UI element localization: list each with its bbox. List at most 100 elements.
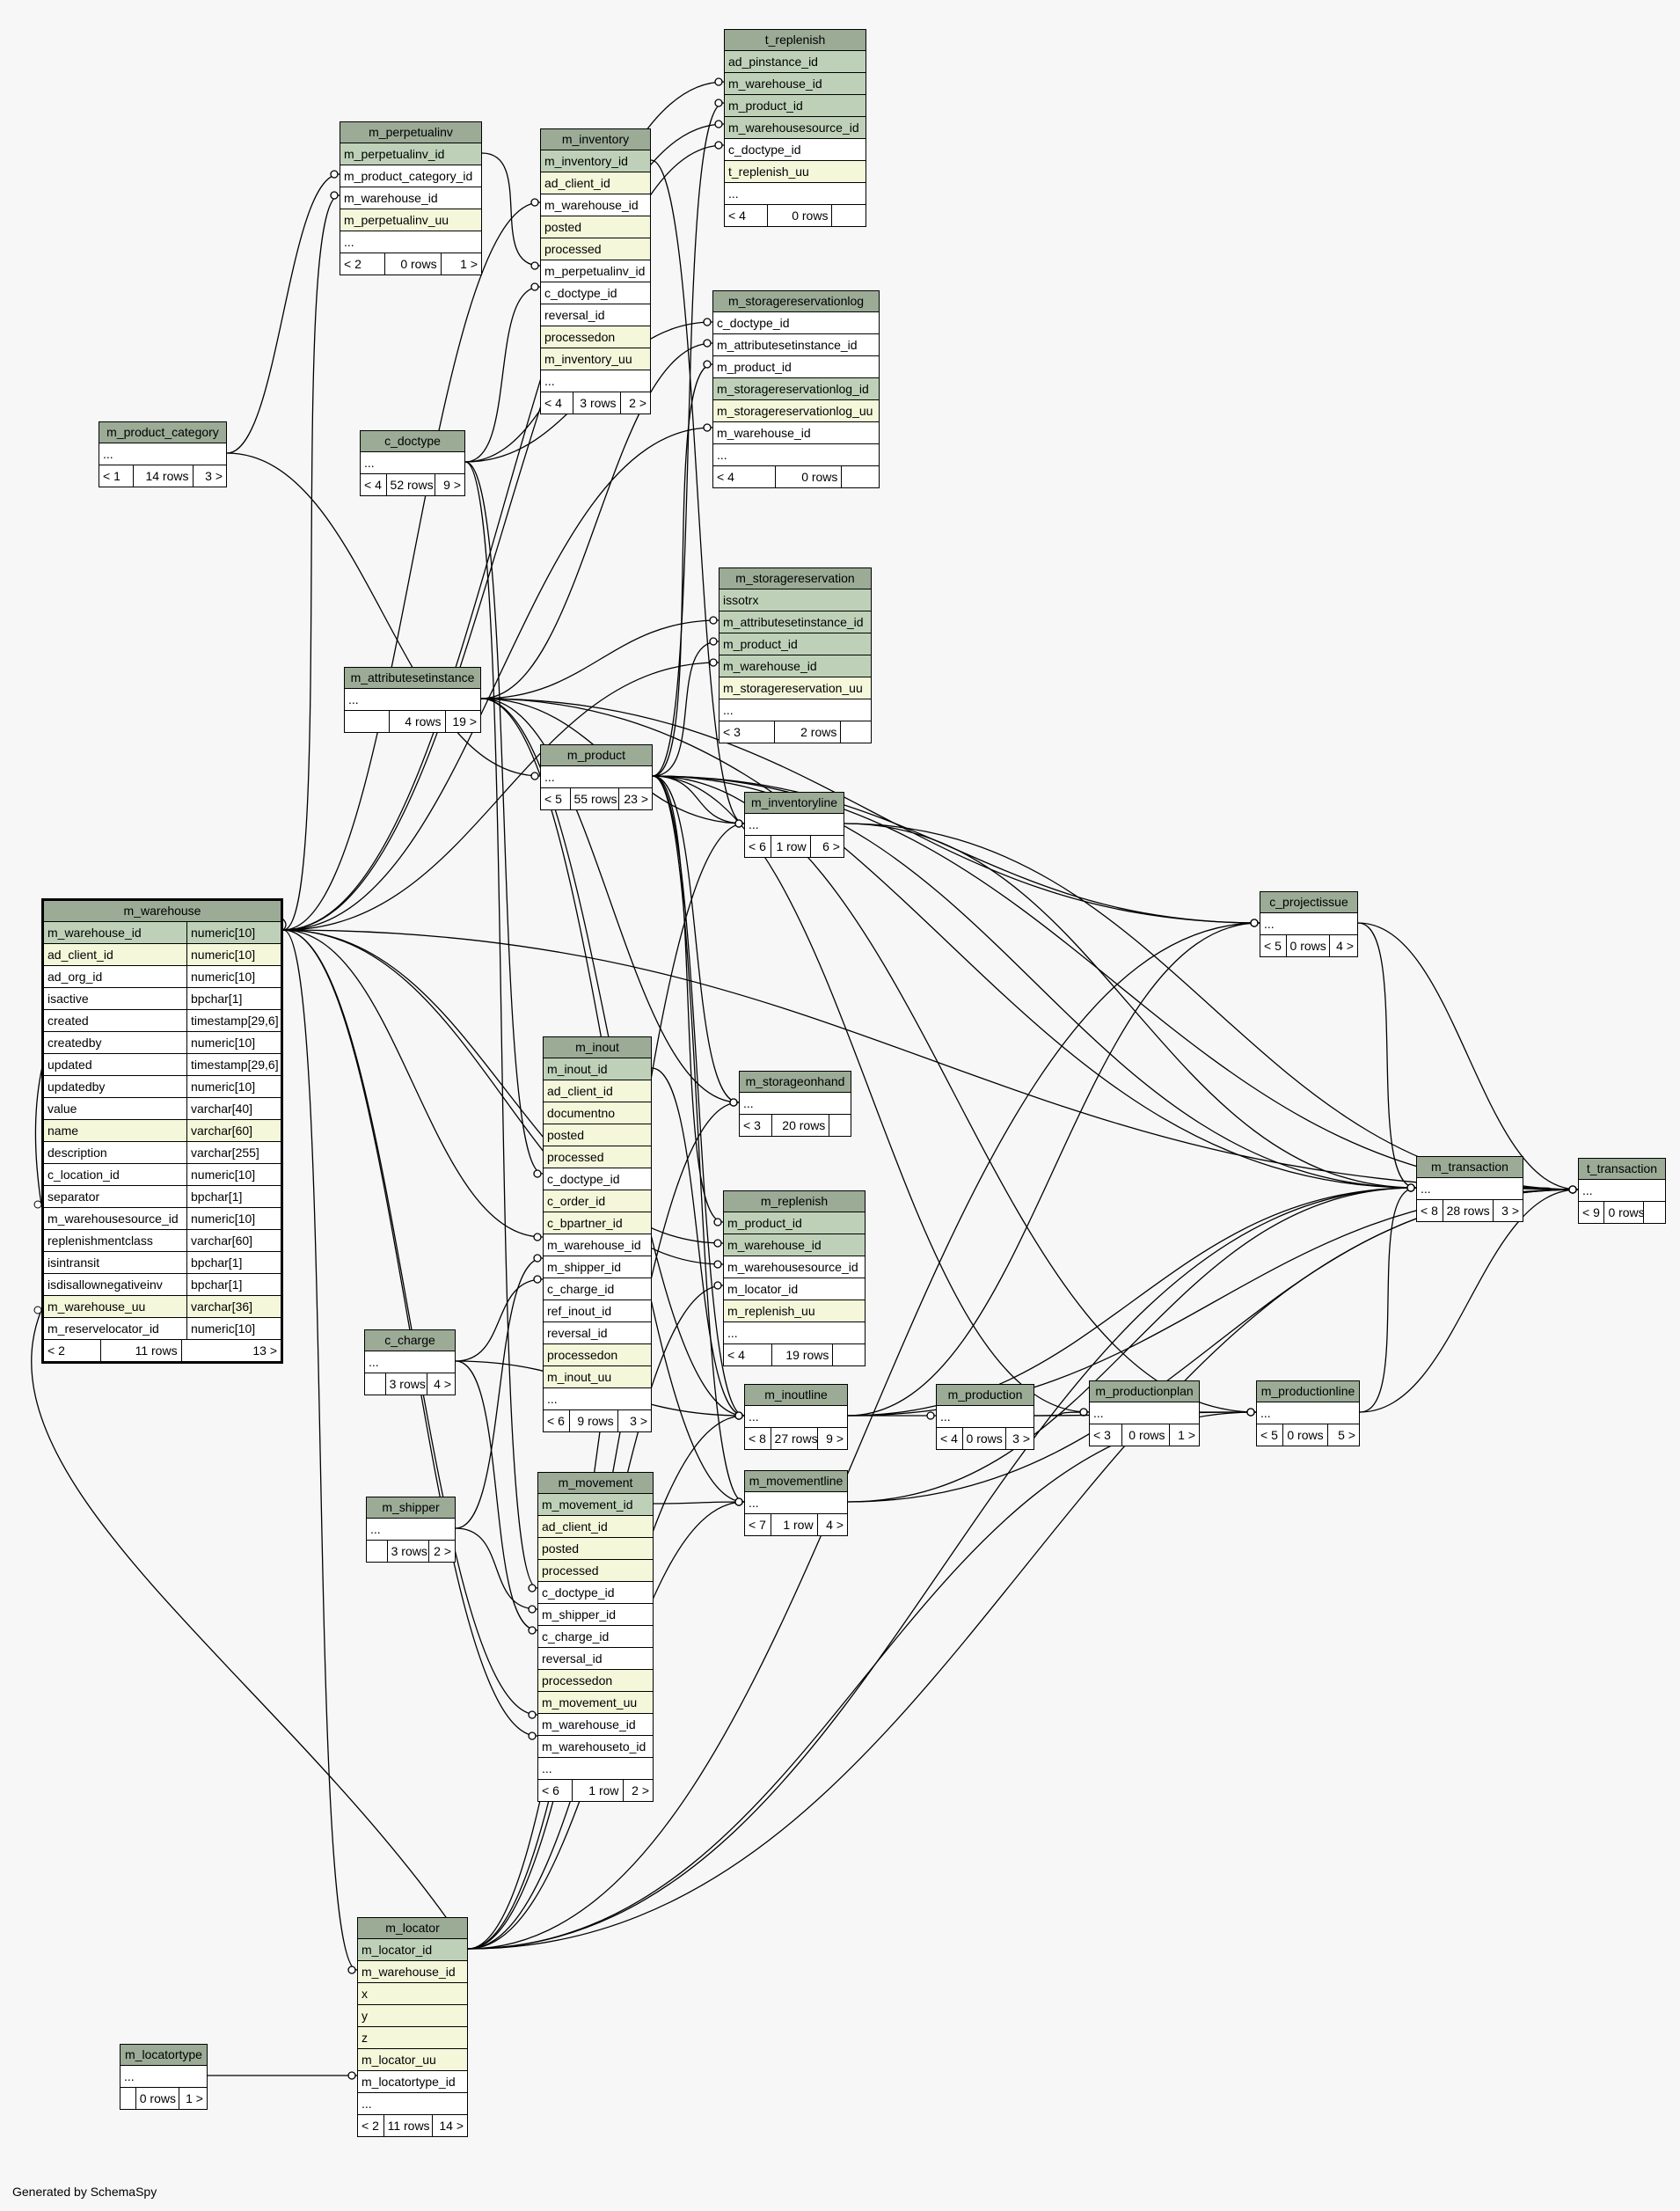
table-header[interactable]: m_transaction xyxy=(1417,1157,1523,1178)
table-header[interactable]: c_doctype xyxy=(361,431,464,452)
column-row[interactable]: ... xyxy=(745,1406,847,1428)
column-row[interactable]: ... xyxy=(1260,913,1357,935)
parents-count[interactable]: < 8 xyxy=(745,1428,771,1449)
column-row[interactable]: c_doctype_id xyxy=(725,139,866,161)
column-row[interactable]: processed xyxy=(541,238,650,260)
children-count[interactable]: 6 > xyxy=(822,839,840,853)
column-row[interactable]: ... xyxy=(745,814,844,836)
parents-count[interactable]: < 8 xyxy=(1417,1200,1443,1221)
column-row[interactable]: m_warehouse_id xyxy=(719,655,871,677)
parents-count[interactable] xyxy=(345,711,391,732)
table-header[interactable]: m_product xyxy=(541,745,652,766)
column-row[interactable]: ... xyxy=(358,2093,467,2115)
children-count[interactable]: 3 > xyxy=(205,469,223,483)
parents-count[interactable]: < 1 xyxy=(99,465,135,487)
parents-count[interactable]: < 2 xyxy=(358,2115,384,2136)
table-header[interactable]: t_transaction xyxy=(1579,1159,1665,1180)
table-header[interactable]: m_storagereservation xyxy=(719,568,871,589)
column-row[interactable]: m_attributesetinstance_id xyxy=(713,334,879,356)
column-row[interactable]: y xyxy=(358,2005,467,2027)
column-row[interactable]: m_warehouseto_id xyxy=(538,1736,653,1758)
table-header[interactable]: c_projectissue xyxy=(1260,892,1357,913)
column-row[interactable]: m_warehouse_id xyxy=(724,1234,865,1256)
column-row[interactable]: m_movement_id xyxy=(538,1494,653,1516)
table-header[interactable]: m_perpetualinv xyxy=(340,122,481,143)
column-row[interactable]: m_product_id xyxy=(725,95,866,117)
parents-count[interactable]: < 7 xyxy=(745,1514,771,1535)
column-row[interactable]: m_warehousesource_id xyxy=(724,1256,865,1278)
column-row[interactable]: m_locator_id xyxy=(358,1939,467,1961)
column-row[interactable]: m_warehouse_id xyxy=(538,1714,653,1736)
column-row[interactable]: ... xyxy=(745,1492,847,1514)
column-row[interactable]: z xyxy=(358,2027,467,2049)
parents-count[interactable]: < 5 xyxy=(1260,935,1287,956)
column-row[interactable]: ... xyxy=(1090,1402,1199,1424)
column-row[interactable]: ... xyxy=(365,1351,455,1373)
column-row[interactable]: ... xyxy=(541,370,650,392)
children-count[interactable] xyxy=(833,1344,865,1365)
parents-count[interactable]: < 2 xyxy=(340,253,386,275)
column-row[interactable]: c_doctype_id xyxy=(544,1168,651,1190)
column-row[interactable]: m_locatortype_id xyxy=(358,2071,467,2093)
column-row[interactable]: m_locator_uu xyxy=(358,2049,467,2071)
column-row[interactable]: m_storagereservationlog_id xyxy=(713,378,879,400)
parents-count[interactable]: < 6 xyxy=(544,1410,570,1431)
children-count[interactable]: 9 > xyxy=(826,1431,844,1446)
column-row[interactable]: ... xyxy=(1417,1178,1523,1200)
column-row[interactable]: documentno xyxy=(544,1102,651,1124)
children-count[interactable]: 14 > xyxy=(439,2119,464,2133)
column-row[interactable]: ad_client_id xyxy=(544,1080,651,1102)
column-row[interactable]: m_warehouse_id xyxy=(713,422,879,444)
column-row[interactable]: ad_pinstance_id xyxy=(725,51,866,73)
column-row[interactable]: m_storagereservation_uu xyxy=(719,677,871,699)
children-count[interactable]: 1 > xyxy=(1178,1428,1195,1442)
column-row[interactable]: ... xyxy=(367,1519,455,1541)
column-row[interactable]: processedon xyxy=(541,326,650,348)
column-row[interactable]: c_bpartner_id xyxy=(544,1212,651,1234)
column-row[interactable]: m_perpetualinv_id xyxy=(340,143,481,165)
table-header[interactable]: m_productionline xyxy=(1257,1381,1359,1402)
column-row[interactable]: ... xyxy=(121,2066,207,2088)
column-row[interactable]: ... xyxy=(725,183,866,205)
column-row[interactable]: posted xyxy=(541,216,650,238)
children-count[interactable]: 19 > xyxy=(452,714,477,728)
column-row[interactable]: ref_inout_id xyxy=(544,1300,651,1322)
column-row[interactable]: ... xyxy=(538,1758,653,1780)
column-row[interactable]: ... xyxy=(541,766,652,788)
table-header[interactable]: m_production xyxy=(937,1385,1034,1406)
column-row[interactable]: c_doctype_id xyxy=(713,312,879,334)
column-row[interactable]: ... xyxy=(1257,1402,1359,1424)
table-header[interactable]: m_productionplan xyxy=(1090,1381,1199,1402)
column-row[interactable]: ... xyxy=(740,1093,851,1115)
column-row[interactable]: processedon xyxy=(538,1670,653,1692)
table-header[interactable]: m_product_category xyxy=(99,422,226,443)
children-count[interactable]: 2 > xyxy=(434,1544,451,1558)
children-count[interactable] xyxy=(841,721,871,743)
column-row[interactable]: m_inventory_uu xyxy=(541,348,650,370)
column-row[interactable]: ... xyxy=(340,231,481,253)
column-row[interactable]: posted xyxy=(544,1124,651,1146)
